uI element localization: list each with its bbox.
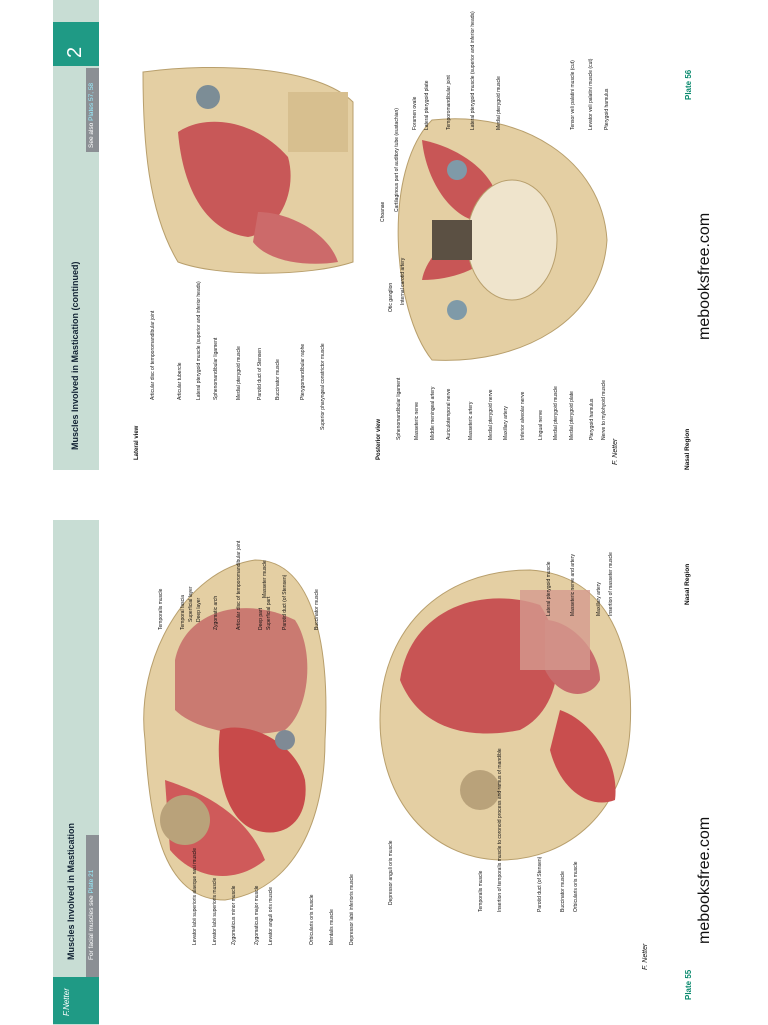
label-post-auriculotemporal: Auriculotemporal nerve [446, 388, 452, 440]
skull-deep-illustration [379, 569, 632, 861]
right-see-also-bar [86, 68, 99, 152]
label-lev-anguli: Levator anguli oris muscle [268, 886, 274, 945]
right-see-also: See also Plates 57, 58 [88, 82, 95, 148]
label-insertion-temporalis: Insertion of temporalis muscle to corono… [497, 748, 503, 912]
left-plate-number: Plate 55 [684, 969, 693, 1000]
lateral-view-heading: Lateral view [134, 425, 140, 460]
label-post-lateral-pterygoid: Lateral pterygoid muscle (superior and i… [470, 11, 476, 130]
label-post-lateral-plate: Lateral pterygoid plate [424, 80, 430, 130]
left-signature: F. Netter [642, 943, 649, 970]
posterior-view-heading: Posterior view [376, 418, 382, 460]
right-see-also-link[interactable]: Plates 57, 58 [88, 82, 95, 121]
right-region-label: Nasal Region [684, 428, 691, 470]
label-buccinator: Buccinator muscle [314, 589, 320, 630]
label-lat-medial-pterygoid: Medial pterygoid muscle [236, 346, 242, 400]
label-masseteric-nerve: Masseteric nerve and artery [570, 554, 576, 616]
label-insertion-masseter: Insertion of masseter muscle [608, 552, 614, 616]
label-orbicularis: Orbicularis oris muscle [309, 894, 315, 945]
left-see-also-bar [86, 835, 99, 977]
label-lat-constrictor: Superior pharyngeal constrictor muscle [320, 343, 326, 430]
label-post-tensor-veli: Tensor veli palatini muscle (cut) [570, 60, 576, 130]
right-page-title: Muscles Involved in Mastication (continu… [70, 261, 80, 450]
label-post-sphenomandibular: Sphenomandibular ligament [396, 377, 402, 440]
label-lat-sphenomandibular: Sphenomandibular ligament [213, 337, 219, 400]
label-post-inferior-alveolar: Inferior alveolar nerve [520, 391, 526, 440]
label-post-lingual: Lingual nerve [538, 409, 544, 440]
left-region-label: Nasal Region [684, 563, 691, 605]
label-superficial-part: Superficial part [266, 596, 272, 630]
label-depressor-labii: Depressor labii inferioris muscle [349, 874, 355, 945]
label-post-choanae: Choanae [380, 201, 386, 222]
label-lower-temporalis: Temporalis muscle [478, 870, 484, 912]
label-deep-layer: Deep layer [196, 597, 202, 622]
right-plate-number: Plate 56 [684, 69, 693, 100]
skull-superficial-illustration [143, 559, 327, 901]
label-lev-labii-sup: Levator labii superioris muscle [212, 877, 218, 945]
label-post-hamulus-left: Pterygoid hamulus [589, 398, 595, 440]
right-signature: F. Netter [612, 438, 619, 465]
label-lower-orbicularis: Orbicularis oris muscle [573, 861, 579, 912]
label-lat-buccinator: Buccinator muscle [275, 359, 281, 400]
left-watermark: mebooksfree.com [696, 816, 713, 944]
label-articular-disc: Articular disc of temporomandibular join… [236, 540, 242, 630]
label-post-medial-pterygoid-right: Medial pterygoid muscle [496, 76, 502, 130]
label-post-nerve-mylohyoid: Nerve to mylohyoid muscle [601, 379, 607, 440]
label-post-medial-pterygoid-nerve: Medial pterygoid nerve [488, 389, 494, 440]
left-see-also-link[interactable]: Plate 21 [88, 869, 95, 894]
chapter-tab-number: 2 [64, 46, 86, 58]
right-watermark: mebooksfree.com [696, 212, 713, 340]
label-post-otic: Otic ganglion [388, 282, 394, 312]
label-zygomatic-arch: Zygomatic arch [213, 595, 219, 630]
label-lat-parotid-duct: Parotid duct of Stensen [257, 348, 263, 400]
label-superficial-layer: Superficial layer [188, 586, 194, 622]
label-post-internal-carotid: Internal carotid artery [400, 257, 406, 305]
label-zyg-minor: Zygomaticus minor muscle [231, 885, 237, 945]
lateral-view-illustration [142, 66, 354, 274]
label-masseter: Masseter muscle [262, 560, 268, 598]
netter-logo: F.Netter [62, 988, 71, 1016]
label-post-middle-meningeal: Middle meningeal artery [430, 386, 436, 440]
label-lower-buccinator: Buccinator muscle [560, 871, 566, 912]
label-lat-raphe: Pterygomandibular raphe [300, 343, 306, 400]
label-zyg-major: Zygomaticus major muscle [254, 885, 260, 945]
label-temporal-fascia: Temporal fascia [180, 594, 186, 630]
label-post-tmj: Temporomandibular joint [446, 75, 452, 130]
label-lateral-pterygoid: Lateral pterygoid muscle [546, 561, 552, 616]
label-post-maxillary-artery: Maxillary artery [503, 406, 509, 440]
label-post-levator-veli: Levator veli palatini muscle (cut) [588, 58, 594, 130]
label-deep-part: Deep part [258, 608, 264, 630]
label-lev-labii-alaeque: Levator labii superioris alaeque nasi mu… [192, 848, 198, 945]
label-post-medial-plate: Medial pterygoid plate [569, 391, 575, 440]
label-parotid-duct: Parotid duct (of Stensen) [282, 574, 288, 630]
label-lat-articular-disc: Articular disc of temporomandibular join… [150, 310, 156, 400]
label-post-foramen-ovale: Foramen ovale [412, 96, 418, 130]
label-lower-parotid-duct: Parotid duct (of Stensen) [537, 856, 543, 912]
posterior-view-illustration [397, 118, 608, 361]
label-maxillary-artery: Maxillary artery [596, 582, 602, 616]
left-see-also: For facial muscles see Plate 21 [88, 869, 95, 960]
label-post-medial-pterygoid-muscle: Medial pterygoid muscle [553, 386, 559, 440]
label-temporalis: Temporalis muscle [158, 588, 164, 630]
label-lat-lateral-pterygoid: Lateral pterygoid muscle (superior and i… [196, 281, 202, 400]
label-post-hamulus-right: Pterygoid hamulus [604, 88, 610, 130]
netter-logo-box [53, 977, 99, 1024]
label-mentalis: Mentalis muscle [329, 909, 335, 945]
label-post-auditory-tube: Cartilaginous part of auditory tube (eus… [394, 108, 400, 212]
chapter-tab [53, 22, 99, 66]
label-post-masseteric-nerve: Masseteric nerve [414, 401, 420, 440]
left-page-title: Muscles Involved in Mastication [66, 822, 76, 960]
label-lat-articular-tubercle: Articular tubercle [177, 362, 183, 400]
label-post-masseteric-artery: Masseteric artery [468, 401, 474, 440]
